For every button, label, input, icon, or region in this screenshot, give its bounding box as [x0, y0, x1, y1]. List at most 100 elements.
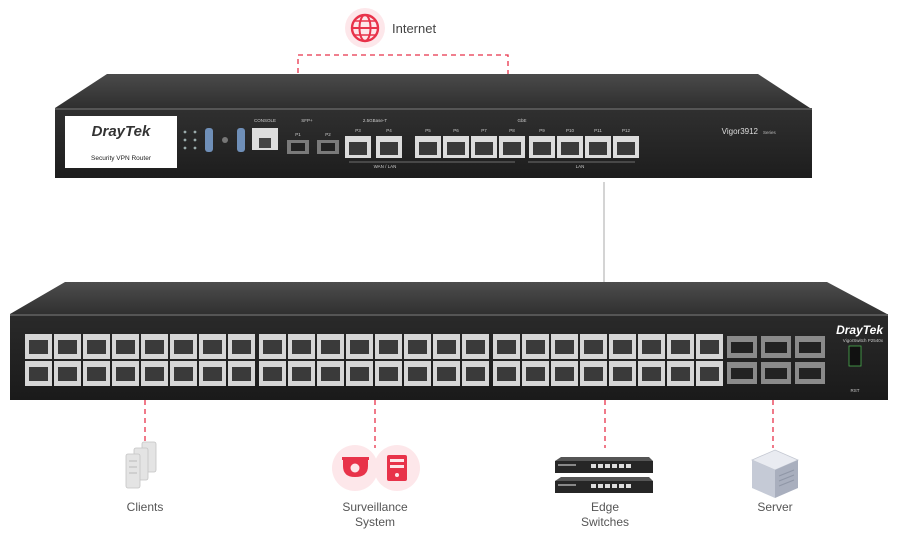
- switch-sfp-group: [727, 336, 825, 384]
- router-port-P9: P9: [529, 128, 555, 158]
- router-subtitle: Security VPN Router: [91, 155, 152, 162]
- router-port-P3: P3: [345, 128, 371, 158]
- server-icon: [750, 449, 800, 498]
- switch-device: DrayTek VigorSwitch P2540x RST: [10, 282, 888, 400]
- router-port-label: P7: [481, 128, 487, 133]
- router-port-P12: P12: [613, 128, 639, 158]
- router-port-label: P8: [509, 128, 515, 133]
- switch-sfp-port: [795, 362, 825, 384]
- switch-port: [462, 361, 489, 386]
- switch-port: [25, 334, 52, 359]
- switch-port: [346, 361, 373, 386]
- switch-port: [462, 334, 489, 359]
- router-gbe-label: GbE: [517, 118, 526, 123]
- internet-label: Internet: [392, 21, 437, 36]
- switch-port: [493, 334, 520, 359]
- switch-port: [141, 361, 168, 386]
- switch-port: [170, 334, 197, 359]
- switch-port: [83, 361, 110, 386]
- router-lan-label: LAN: [576, 164, 585, 169]
- switch-sfp-port: [795, 336, 825, 358]
- switch-port: [54, 361, 81, 386]
- router-port-label: P11: [594, 128, 602, 133]
- switch-brand: DrayTek: [836, 323, 884, 337]
- switch-port: [433, 334, 460, 359]
- switch-port: [551, 334, 578, 359]
- switch-port: [404, 334, 431, 359]
- switch-sfp-port: [761, 362, 791, 384]
- switch-port: [228, 334, 255, 359]
- switch-port: [638, 334, 665, 359]
- switch-port: [288, 334, 315, 359]
- switch-port: [580, 361, 607, 386]
- switch-port: [551, 361, 578, 386]
- switch-port: [112, 361, 139, 386]
- switch-port: [346, 334, 373, 359]
- switch-port: [317, 334, 344, 359]
- router-wan-lan-label: WAN / LAN: [374, 164, 397, 169]
- router-port-label: P9: [539, 128, 545, 133]
- switch-port: [259, 361, 286, 386]
- router-port-label: P5: [425, 128, 431, 133]
- globe-icon: [345, 8, 385, 48]
- router-brand: DrayTek: [92, 123, 151, 140]
- router-port-label: P12: [622, 128, 631, 133]
- switch-port: [638, 361, 665, 386]
- switch-port: [522, 334, 549, 359]
- switch-port: [375, 334, 402, 359]
- router-25g-label: 2.5GBase-T: [363, 118, 388, 123]
- router-port-label: P3: [355, 128, 361, 133]
- router-port-label: P2: [325, 132, 331, 137]
- switch-port: [580, 334, 607, 359]
- switch-port: [228, 361, 255, 386]
- switch-port: [522, 361, 549, 386]
- switch-port: [112, 334, 139, 359]
- switch-port: [83, 334, 110, 359]
- switch-port: [141, 334, 168, 359]
- router-port-P6: P6: [443, 128, 469, 158]
- router-model: Vigor3912: [722, 127, 759, 136]
- router-port-label: P4: [386, 128, 392, 133]
- switch-port: [199, 361, 226, 386]
- switch-port: [609, 334, 636, 359]
- switch-port-group: [25, 334, 723, 386]
- switch-stack-icon: [555, 457, 653, 493]
- router-port-label: P10: [566, 128, 575, 133]
- router-port-P10: P10: [557, 128, 583, 158]
- switch-port: [696, 361, 723, 386]
- router-port-P11: P11: [585, 128, 611, 158]
- switch-port: [170, 361, 197, 386]
- switch-port: [404, 361, 431, 386]
- server-label: Server: [757, 500, 793, 514]
- router-port-label: P6: [453, 128, 459, 133]
- router-port-P8: P8: [499, 128, 525, 158]
- switch-port: [667, 334, 694, 359]
- router-device: DrayTek Security VPN Router CONSOLE SFP+…: [55, 74, 812, 178]
- access-point-icon: [125, 441, 157, 489]
- edge-switches-label: Edge Switches: [580, 500, 630, 529]
- switch-sfp-port: [761, 336, 791, 358]
- switch-port: [199, 334, 226, 359]
- camera-nvr-icon: [332, 445, 420, 491]
- switch-port: [25, 361, 52, 386]
- switch-sfp-port: [727, 362, 757, 384]
- surveillance-label: Surveillance System: [342, 500, 408, 529]
- switch-rst: RST: [851, 388, 860, 393]
- switch-port: [288, 361, 315, 386]
- clients-label: Clients: [126, 500, 164, 514]
- switch-port: [493, 361, 520, 386]
- router-console-label: CONSOLE: [254, 118, 276, 123]
- switch-port: [259, 334, 286, 359]
- router-sfp-label: SFP+: [301, 118, 313, 123]
- router-port-P4: P4: [376, 128, 402, 158]
- switch-sfp-port: [727, 336, 757, 358]
- switch-model: VigorSwitch P2540x: [843, 338, 884, 343]
- switch-port: [667, 361, 694, 386]
- switch-port: [696, 334, 723, 359]
- switch-port: [433, 361, 460, 386]
- switch-port: [375, 361, 402, 386]
- switch-port: [317, 361, 344, 386]
- router-port-label: P1: [295, 132, 301, 137]
- router-series: Series: [763, 130, 777, 135]
